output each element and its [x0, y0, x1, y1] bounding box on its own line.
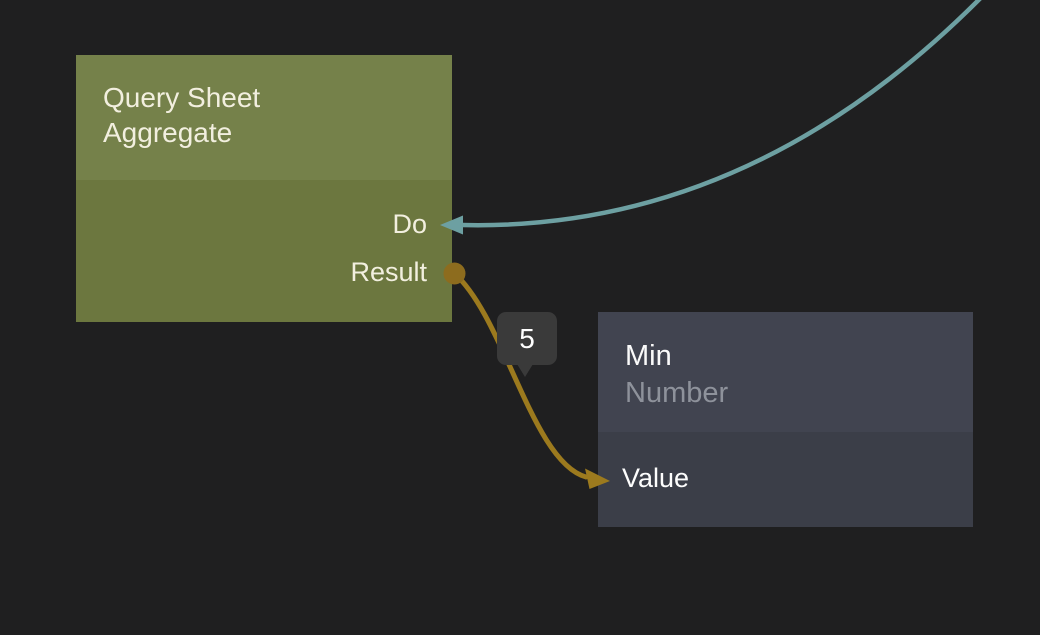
- port-do-label: Do: [392, 208, 427, 239]
- exec-edge[interactable]: [459, 0, 1000, 228]
- port-value-label: Value: [622, 462, 690, 493]
- node-title: Query Sheet Aggregate: [103, 82, 261, 148]
- node-body: Value: [598, 432, 973, 527]
- node-min[interactable]: Min Number Value: [598, 312, 973, 527]
- node-title: Min: [625, 340, 672, 372]
- edge-value-badge-text: 5: [519, 322, 535, 354]
- node-header: Query Sheet Aggregate: [76, 55, 452, 180]
- port-value[interactable]: Value: [598, 454, 973, 502]
- node-subtitle: Number: [625, 377, 729, 409]
- port-result-label: Result: [350, 256, 427, 287]
- port-do[interactable]: Do: [76, 200, 452, 248]
- node-query-sheet-aggregate[interactable]: Query Sheet Aggregate Do Result: [76, 55, 452, 322]
- node-body: Do Result: [76, 180, 452, 322]
- node-header: Min Number: [598, 312, 973, 432]
- edge-value-badge: 5: [497, 312, 557, 365]
- edge-value-badge-tail: [517, 364, 533, 377]
- port-result[interactable]: Result: [76, 248, 452, 296]
